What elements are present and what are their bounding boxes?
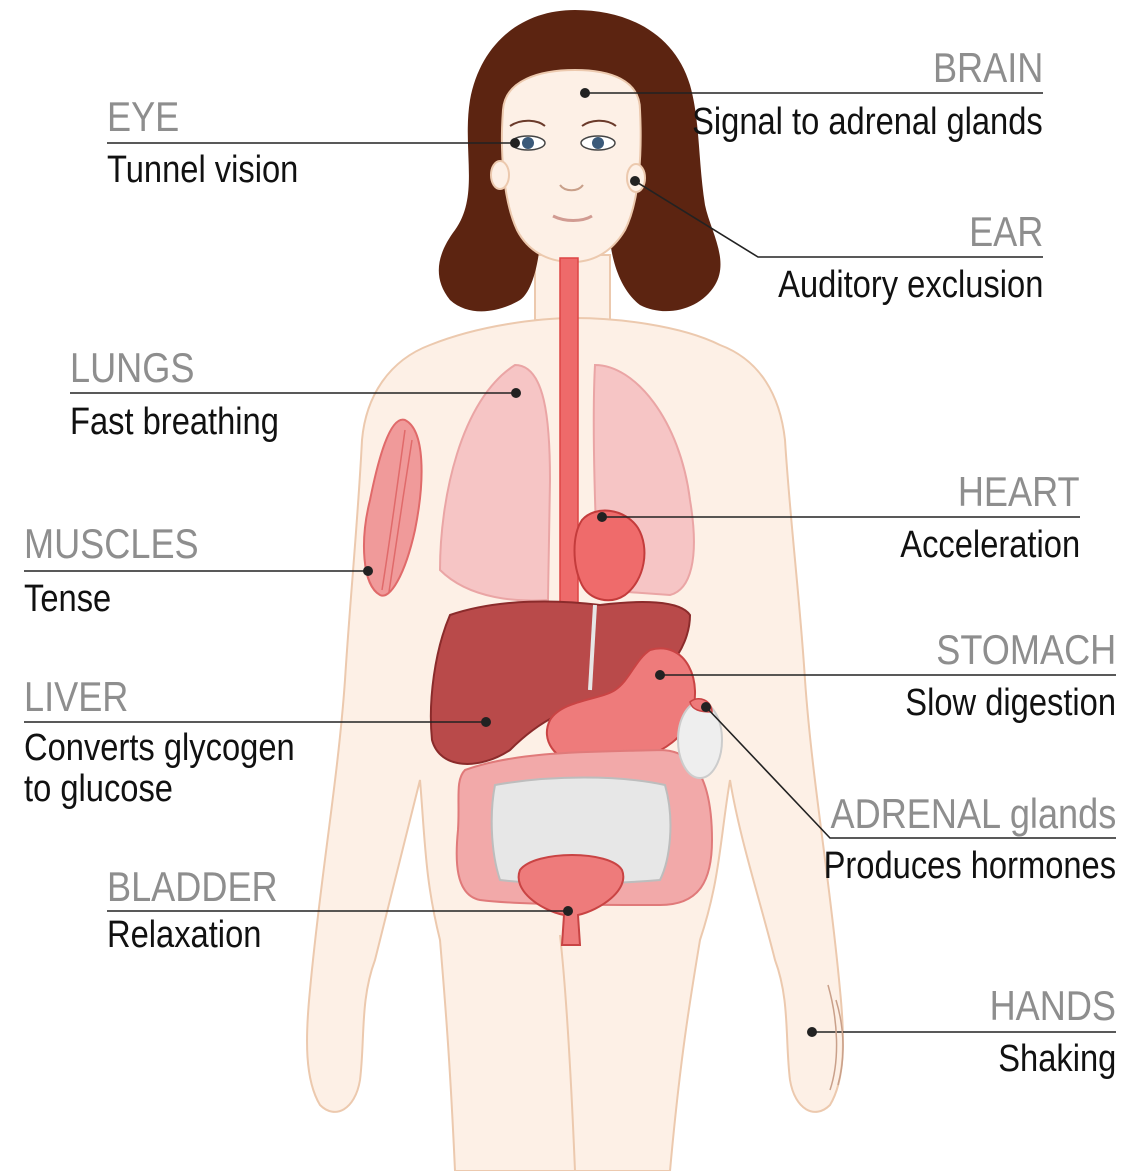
eye-title: EYE <box>107 95 179 139</box>
adrenal-desc: Produces hormones <box>824 846 1116 887</box>
adrenal-title: ADRENAL glands <box>830 792 1116 836</box>
bladder-desc: Relaxation <box>107 915 261 956</box>
lungs-title: LUNGS <box>70 346 194 390</box>
heart-desc: Acceleration <box>900 525 1080 566</box>
stomach-desc: Slow digestion <box>905 683 1116 724</box>
ear-desc: Auditory exclusion <box>778 265 1043 306</box>
ear-title: EAR <box>969 210 1043 254</box>
liver-desc-line1: Converts glycogen <box>24 728 295 769</box>
bladder-title: BLADDER <box>107 865 278 909</box>
hands-desc: Shaking <box>998 1039 1116 1080</box>
brain-desc: Signal to adrenal glands <box>692 102 1043 143</box>
stomach-title: STOMACH <box>936 628 1116 672</box>
brain-title: BRAIN <box>933 46 1043 90</box>
lungs-desc: Fast breathing <box>70 402 279 443</box>
eye-desc: Tunnel vision <box>107 150 298 191</box>
face <box>502 70 641 262</box>
muscles-desc: Tense <box>24 579 111 620</box>
hands-title: HANDS <box>990 984 1116 1028</box>
liver-desc-line2: to glucose <box>24 769 173 810</box>
kidney <box>678 702 722 778</box>
muscles-title: MUSCLES <box>24 522 199 566</box>
heart <box>575 511 645 601</box>
heart-title: HEART <box>958 470 1080 514</box>
liver-title: LIVER <box>24 675 128 719</box>
